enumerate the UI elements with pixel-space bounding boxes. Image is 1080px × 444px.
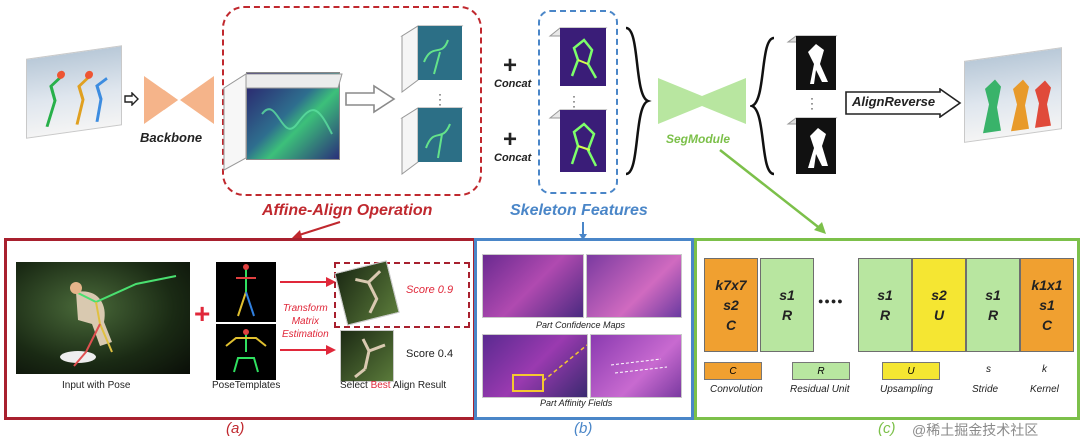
- cell-2-line-0: s1: [877, 287, 893, 303]
- panel-c: [694, 238, 1080, 420]
- cell-0-line-1: s2: [723, 297, 739, 313]
- skeleton-features-title: Skeleton Features: [510, 202, 648, 219]
- aligned-feature-top: [400, 25, 464, 93]
- cell-0-line-2: C: [725, 317, 737, 333]
- score-bottom-label: Score 0.4: [406, 348, 454, 360]
- plus-bottom-icon: +: [503, 126, 518, 153]
- cell-residual-3: s1 R: [966, 258, 1020, 352]
- cell-4-line-1: R: [987, 307, 999, 323]
- legend-label-stride: Stride: [972, 384, 999, 395]
- legend-label-upsampling: Upsampling: [880, 384, 933, 395]
- legend-key-stride: s: [986, 364, 991, 375]
- concat-bottom-label: Concat: [494, 152, 532, 164]
- plus-top-icon: +: [503, 52, 518, 79]
- concat-brace: [625, 26, 652, 176]
- legend-label-residual: Residual Unit: [790, 384, 850, 395]
- concat-top-label: Concat: [494, 78, 532, 90]
- pose-template-bottom: [216, 324, 276, 380]
- cell-4-line-0: s1: [985, 287, 1001, 303]
- input-with-pose-label: Input with Pose: [62, 380, 131, 391]
- cell-1-line-0: s1: [779, 287, 795, 303]
- confidence-maps-label: Part Confidence Maps: [536, 320, 626, 330]
- panel-b-caption: (b): [574, 420, 593, 437]
- cell-residual-1: s1 R: [760, 258, 814, 352]
- legend-swatch-upsampling: U: [882, 362, 940, 380]
- input-arrow: [124, 92, 139, 106]
- mask-bottom: [786, 117, 838, 174]
- mask-ellipsis: ···: [810, 91, 814, 115]
- affinity-fields-label: Part Affinity Fields: [540, 398, 613, 408]
- cell-5-line-2: C: [1041, 317, 1053, 333]
- cell-0-line-0: k7x7: [715, 277, 747, 293]
- cell-3-line-0: s2: [931, 287, 947, 303]
- affine-align-title: Affine-Align Operation: [262, 202, 433, 219]
- panel-c-caption: (c): [878, 420, 896, 437]
- skeleton-map-bottom: [548, 109, 608, 172]
- skeleton-ellipsis: ···: [572, 89, 576, 113]
- cell-5-line-1: s1: [1039, 297, 1055, 313]
- aligned-result-top: [334, 260, 400, 326]
- player-pose: [60, 275, 177, 367]
- affine-arrow: [345, 84, 396, 114]
- select-best: Best: [370, 380, 391, 391]
- cell-3-line-1: U: [933, 307, 945, 323]
- affine-align-region: [222, 6, 482, 196]
- cell-2-line-1: R: [879, 307, 891, 323]
- watermark: @稀土掘金技术社区: [912, 422, 1039, 438]
- template-arrows: [280, 277, 336, 355]
- score-top-label: Score 0.9: [406, 284, 454, 296]
- transform-matrix-label: Transform Matrix Estimation: [282, 303, 329, 340]
- cell-5-line-0: k1x1: [1031, 277, 1063, 293]
- affinity-field-front: [590, 334, 682, 398]
- aligned-result-bottom: [340, 330, 394, 382]
- plus-red-icon: +: [194, 298, 211, 329]
- backbone-block: [144, 76, 214, 124]
- select-pre: Select: [340, 380, 371, 391]
- feature-block-3d: [222, 73, 343, 171]
- alignreverse-arrow: [845, 88, 962, 118]
- cell-1-line-1: R: [781, 307, 793, 323]
- panel-a-caption: (a): [226, 420, 245, 437]
- legend-label-kernel: Kernel: [1030, 384, 1059, 395]
- alignreverse-label: AlignReverse: [852, 94, 936, 109]
- pose-template-top: [216, 262, 276, 322]
- cell-residual-2: s1 R: [858, 258, 912, 352]
- affinity-field-stack: [482, 334, 588, 398]
- legend-swatch-conv: C: [704, 362, 762, 380]
- legend-label-conv: Convolution: [710, 384, 763, 395]
- segmodule-label: SegModule: [666, 132, 731, 146]
- confidence-map-stack: [482, 254, 584, 318]
- backbone-label: Backbone: [140, 130, 203, 145]
- confidence-map-front: [586, 254, 682, 318]
- input-image: [26, 45, 122, 139]
- mask-brace: [750, 36, 775, 176]
- cell-conv-7x7: k7x7 s2 C: [704, 258, 758, 352]
- segmented-skiers: [983, 79, 1051, 134]
- best-result-highlight: [334, 262, 470, 328]
- segmodule-block: [658, 78, 746, 124]
- mask-top: [786, 35, 838, 90]
- select-result-label: Select Best Align Result: [340, 380, 446, 391]
- cell-conv-1x1: k1x1 s1 C: [1020, 258, 1074, 352]
- skeleton-map-top: [548, 27, 608, 86]
- skier-figures: [45, 70, 108, 128]
- panel-b: [474, 238, 694, 420]
- cell-upsampling: s2 U: [912, 258, 966, 352]
- input-with-pose-image: [16, 262, 190, 374]
- pose-templates-label: PoseTemplates: [212, 380, 281, 391]
- cell-ellipsis: ●●●●: [818, 296, 844, 306]
- aligned-feature-bottom: [400, 107, 464, 175]
- legend-swatch-residual: R: [792, 362, 850, 380]
- select-post: Align Result: [390, 380, 447, 391]
- output-image: [964, 47, 1062, 143]
- aligned-ellipsis: ···: [438, 87, 442, 111]
- legend-key-kernel: k: [1042, 364, 1047, 375]
- skeleton-features-region: [538, 10, 618, 194]
